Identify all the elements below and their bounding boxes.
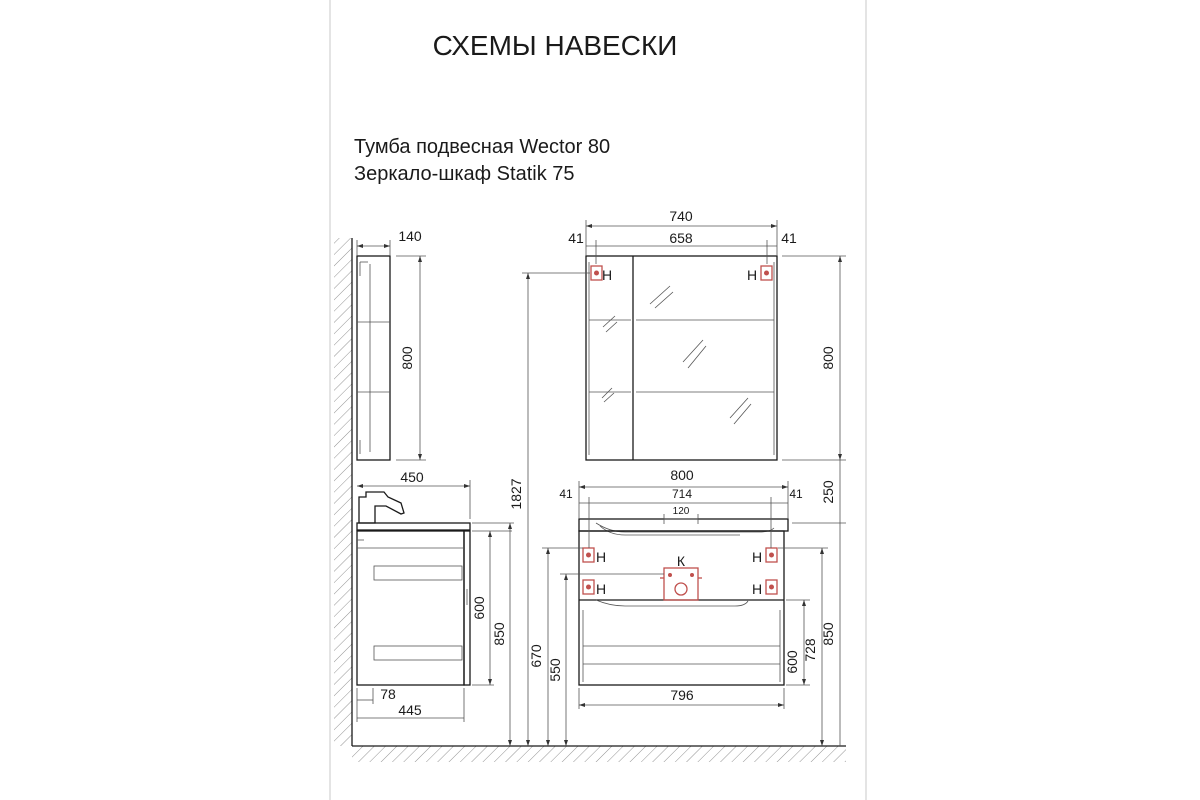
hook-vanity-upper-left [582,547,595,563]
dim-side-vanity-height: 600 [471,596,487,620]
dimension-lines [356,220,846,746]
wall-hatch [334,238,352,746]
hook-cabinet-left [590,265,603,281]
side-countertop [356,522,471,531]
side-mirror-cabinet [356,255,391,461]
drain-label: К [677,553,686,569]
dim-vanity-top-width: 800 [670,467,694,483]
dim-vanity-height-front: 600 [784,650,800,674]
dim-cabinet-hook-offset-left: 41 [568,230,584,246]
hook-label: Н [596,581,606,597]
product-cabinet-name: Зеркало-шкаф Statik 75 [354,163,575,185]
dim-cabinet-height: 800 [820,346,836,370]
hook-label: Н [596,549,606,565]
dim-floor-to-lower-hook: 550 [547,658,563,682]
hook-vanity-lower-left [582,579,595,595]
dim-cabinet-hook-offset-right: 41 [781,230,797,246]
dimension-arrows [357,224,842,746]
hook-label: Н [752,581,762,597]
diagram-title: СХЕМЫ НАВЕСКИ [433,30,678,61]
faucet-icon [358,491,405,524]
dim-vanity-body-width: 796 [670,687,694,703]
hook-label: Н [747,267,757,283]
side-view [356,255,471,686]
front-countertop [578,518,789,532]
dim-cabinet-hook-span: 658 [669,230,693,246]
floor-hatch [352,746,846,762]
dim-side-cabinet-height: 800 [399,346,415,370]
side-vanity-front [463,530,471,686]
dim-side-offset: 78 [380,686,396,702]
dim-cabinet-width: 740 [669,208,693,224]
dim-vanity-hook-span: 714 [672,487,692,501]
dim-vanity-hook-offset-right: 41 [789,487,803,501]
hook-vanity-upper-right [765,547,778,563]
dim-cabinet-countertop-gap: 250 [820,480,836,504]
hook-vanity-lower-right [765,579,778,595]
side-drawer-upper [373,565,463,581]
dim-side-cabinet-depth: 140 [398,228,422,244]
hook-label: Н [602,267,612,283]
dim-vanity-hook-offset-left: 41 [559,487,573,501]
front-vanity-body [578,530,785,686]
product-vanity-name: Тумба подвесная Wector 80 [354,136,610,158]
wall-and-floor [334,238,846,762]
front-mirror-cabinet: Н Н [585,255,778,461]
dim-side-vanity-depth: 445 [398,702,422,718]
dim-floor-to-upper-hook: 670 [528,644,544,668]
dim-floor-to-hooks-right: 728 [802,638,818,662]
dim-overall-height: 1827 [508,478,524,509]
dim-floor-to-top-right: 850 [820,622,836,646]
side-vanity-body [356,530,465,686]
dimension-labels: 140 800 450 600 850 78 445 1827 740 41 6… [380,208,836,718]
hook-label: Н [752,549,762,565]
dim-side-countertop-depth: 450 [400,469,424,485]
front-vanity: Н Н Н Н К [578,518,789,686]
side-drawer-lower [373,645,463,661]
dim-side-floor-to-top: 850 [491,622,507,646]
drain-point [663,567,699,601]
dim-drain-width: 120 [673,506,690,517]
hook-cabinet-right [760,265,773,281]
